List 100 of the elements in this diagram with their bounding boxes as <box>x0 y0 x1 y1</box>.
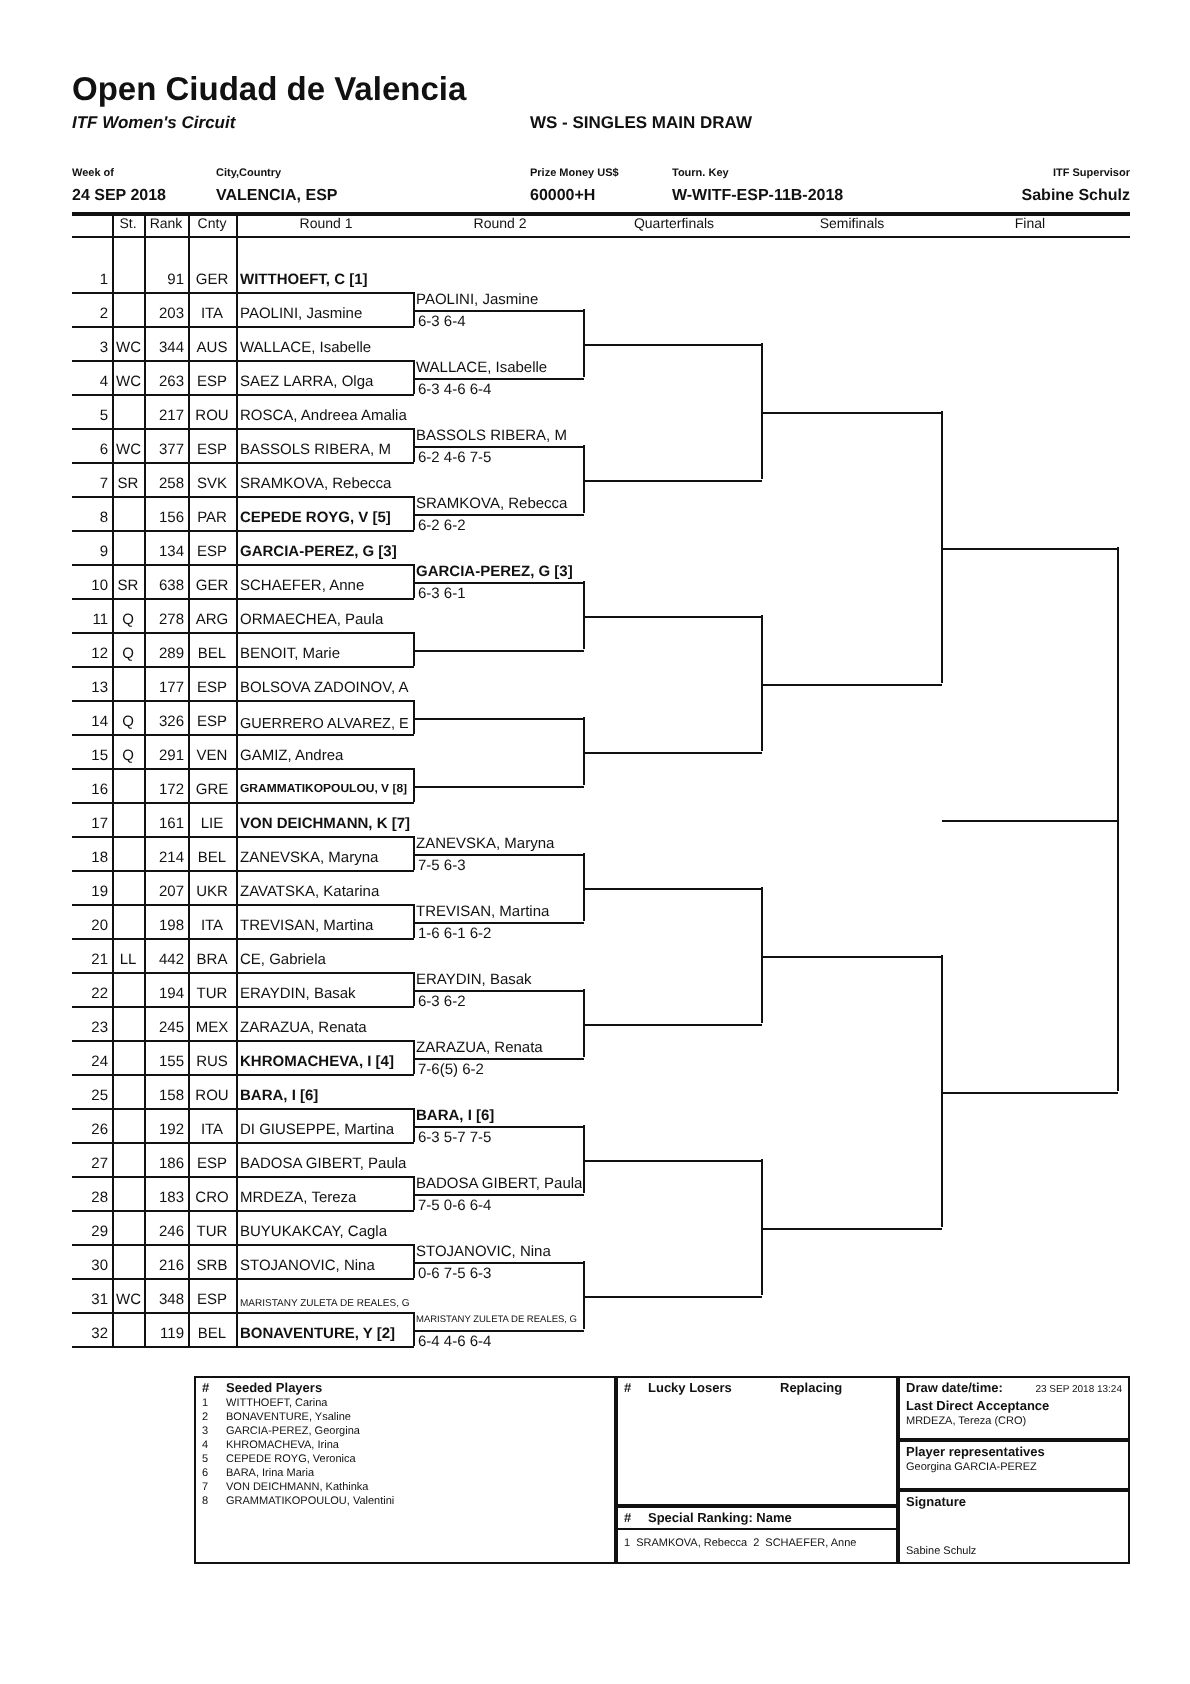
bracket-line <box>413 631 415 650</box>
draw-row <box>72 676 414 702</box>
draw-row <box>72 608 414 634</box>
bracket-line <box>413 903 415 922</box>
bracket-line <box>583 988 585 1024</box>
bracket-line <box>413 767 415 786</box>
draw-row <box>72 268 414 294</box>
field-value: W-WITF-ESP-11B-2018 <box>672 188 844 204</box>
field-value: Sabine Schulz <box>1021 188 1130 204</box>
draw-row <box>72 472 414 498</box>
bracket-line <box>413 1124 415 1143</box>
match-result <box>414 1239 584 1281</box>
bracket-line <box>1117 546 1119 820</box>
bracket-line <box>941 1090 943 1228</box>
info-panel <box>898 1490 1130 1564</box>
draw-row <box>72 1050 414 1076</box>
bracket-line <box>413 784 415 803</box>
bracket-line <box>583 1022 585 1058</box>
bracket-line <box>413 376 415 395</box>
info-panel <box>616 1506 898 1564</box>
bracket-line <box>413 716 415 735</box>
draw-row <box>72 506 414 532</box>
info-panel <box>194 1376 616 1564</box>
bracket-line <box>413 1260 415 1279</box>
draw-row <box>72 982 414 1008</box>
draw-row <box>72 574 414 600</box>
bracket-line <box>413 427 415 446</box>
bracket-line <box>583 342 585 378</box>
draw-row <box>72 1254 414 1280</box>
draw-row <box>72 710 414 736</box>
match-result <box>414 287 584 329</box>
bracket-line <box>761 1226 763 1296</box>
info-panel <box>616 1376 898 1506</box>
info-panel <box>898 1376 1130 1440</box>
draw-row <box>72 642 414 668</box>
bracket-line <box>413 1039 415 1058</box>
bracket-line <box>583 1294 585 1330</box>
draw-row <box>72 948 414 974</box>
draw-row <box>72 1288 414 1314</box>
draw-row <box>72 744 414 770</box>
draw-row <box>72 846 414 872</box>
bracket-line <box>413 580 415 599</box>
bracket-line <box>761 886 763 956</box>
circuit-name: ITF Women's Circuit <box>72 114 236 131</box>
draw-row <box>72 1152 414 1178</box>
match-result <box>414 1035 584 1077</box>
draw-row <box>72 1084 414 1110</box>
bracket-line <box>583 750 585 786</box>
bracket-line <box>761 1158 763 1228</box>
bracket-line <box>413 648 415 667</box>
bracket-line <box>413 1243 415 1262</box>
bracket-line <box>583 716 585 752</box>
bracket-line <box>413 699 415 718</box>
bracket-line <box>413 444 415 463</box>
bracket-line <box>941 546 943 684</box>
bracket-line <box>583 852 585 888</box>
bracket-line <box>413 920 415 939</box>
bracket-line <box>761 954 763 1024</box>
bracket-line <box>941 410 943 548</box>
draw-row <box>72 1016 414 1042</box>
field-value: VALENCIA, ESP <box>216 188 338 204</box>
bracket-line <box>583 1124 585 1160</box>
draw-row <box>72 438 414 464</box>
match-result <box>414 1103 584 1145</box>
draw-row <box>72 370 414 396</box>
bracket-line <box>761 614 763 684</box>
bracket-line <box>583 478 585 514</box>
draw-row <box>72 812 414 838</box>
info-panel <box>898 1440 1130 1490</box>
bracket-line <box>413 988 415 1007</box>
match-result <box>414 1171 584 1213</box>
bracket-line <box>413 971 415 990</box>
bracket-line <box>413 1311 415 1330</box>
draw-row <box>72 404 414 430</box>
bracket-line <box>413 291 415 310</box>
draw-row <box>72 1186 414 1212</box>
match-result <box>414 559 584 601</box>
bracket-line <box>413 308 415 327</box>
field-value: 24 SEP 2018 <box>72 188 167 204</box>
match-result <box>414 967 584 1009</box>
draw-row <box>72 1322 414 1348</box>
draw-row <box>72 540 414 566</box>
bracket-line <box>761 682 763 752</box>
draw-row <box>72 302 414 328</box>
bracket-line <box>583 308 585 344</box>
match-result <box>414 899 584 941</box>
draw-row <box>72 778 414 804</box>
bracket-line <box>413 835 415 854</box>
bracket-line <box>583 580 585 616</box>
match-result <box>414 355 584 397</box>
bracket-line <box>413 1192 415 1211</box>
draw-row <box>72 336 414 362</box>
bracket-line <box>413 852 415 871</box>
draw-row <box>72 914 414 940</box>
bracket-line <box>583 886 585 922</box>
draw-row <box>72 1118 414 1144</box>
match-result <box>414 831 584 873</box>
match-result <box>414 491 584 533</box>
bracket-line <box>413 1107 415 1126</box>
bracket-line <box>1117 818 1119 1092</box>
